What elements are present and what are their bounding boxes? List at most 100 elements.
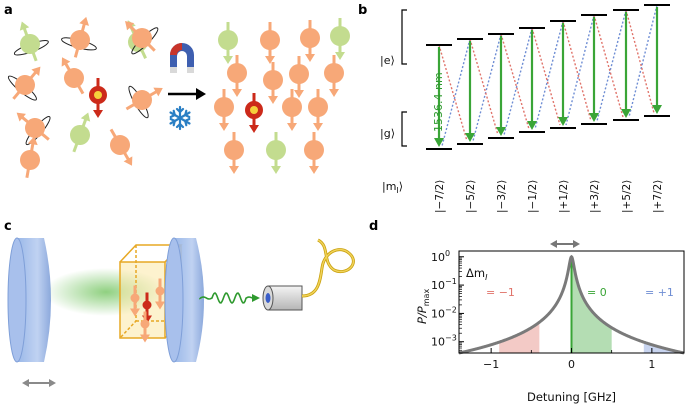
transition-dm-minus — [500, 33, 530, 130]
m-state-label: |+3/2⟩ — [589, 180, 601, 213]
atom — [20, 136, 40, 178]
atom — [245, 93, 263, 133]
transition-dm-plus — [472, 33, 502, 142]
atom — [130, 285, 140, 317]
arrow-head — [465, 133, 475, 142]
m-state-label: |−5/2⟩ — [465, 180, 477, 213]
atom — [125, 85, 163, 119]
transition-dm-minus — [438, 44, 468, 142]
transition-dm-plus — [628, 4, 658, 118]
arrow-head — [621, 109, 631, 118]
transition-dm-minus — [531, 27, 561, 126]
transition-dm-plus — [441, 38, 471, 147]
double-arrow-icon — [22, 379, 56, 387]
m-state-label: |−3/2⟩ — [496, 180, 508, 213]
legend-entry: = +1 — [645, 286, 674, 299]
legend-entry: = −1 — [486, 286, 515, 299]
spectrum-curve — [458, 254, 685, 355]
wavelength-label: 1536.4 nm — [432, 72, 445, 132]
atom — [300, 20, 320, 62]
m-state-label: |+5/2⟩ — [621, 180, 633, 213]
panel-a-label: a — [4, 3, 13, 18]
transition-dm-minus — [469, 38, 499, 136]
atom — [125, 21, 159, 55]
shaded-region — [643, 342, 684, 353]
right-mirror — [164, 237, 204, 363]
m-state-labels: |−7/2⟩ |−5/2⟩ |−3/2⟩ |−1/2⟩ |+1/2⟩ |+3/2⟩ |+5/… — [434, 180, 664, 213]
panel-b: b |e⟩ |g⟩ 1536.4 nm |mI⟩ |−7/2⟩|−5/2⟩|−3… — [358, 3, 670, 213]
nuclear-spin-label: |mI⟩ — [382, 180, 403, 195]
panel-c: c — [4, 219, 355, 387]
y-tick-label: 10−2 — [431, 305, 457, 320]
atom — [224, 132, 244, 174]
level-diagram — [426, 4, 670, 150]
polarized-ensemble — [214, 18, 350, 174]
transition-dm-minus — [593, 14, 624, 118]
atom — [7, 66, 41, 101]
atom — [308, 89, 328, 131]
m-state-label: |−7/2⟩ — [434, 180, 446, 213]
panel-b-label: b — [358, 3, 367, 18]
arrow-head — [434, 138, 444, 147]
atom — [266, 132, 286, 174]
atom — [304, 132, 324, 174]
disordered-ensemble — [7, 16, 163, 178]
y-tick-label: 10−1 — [431, 277, 457, 292]
transition-dm-minus — [562, 20, 592, 122]
transition-dm-minus — [625, 9, 655, 114]
x-axis-title: Detuning [GHz] — [527, 390, 616, 404]
atom — [70, 112, 91, 153]
excited-bracket — [401, 9, 407, 65]
ground-bracket — [401, 111, 407, 147]
atom — [89, 78, 107, 118]
transition-dm-plus — [565, 14, 595, 126]
fiber-detector-icon — [262, 238, 355, 311]
legend-title: ΔmI — [466, 266, 488, 282]
atom — [61, 16, 97, 58]
m-state-label: |−1/2⟩ — [527, 180, 539, 213]
m-state-label: |+1/2⟩ — [558, 180, 570, 213]
excited-state-label: |e⟩ — [380, 54, 395, 67]
transition-dm-plus — [534, 20, 564, 130]
photon-arrow — [199, 292, 260, 304]
atom — [140, 311, 150, 343]
atom — [13, 21, 49, 62]
y-axis-title: P/Pmax — [415, 289, 431, 324]
arrow-head — [652, 105, 662, 114]
atom — [324, 55, 344, 97]
arrow-head — [496, 127, 506, 136]
atom — [289, 56, 309, 98]
y-tick-label: 10−3 — [431, 334, 457, 349]
atom — [109, 128, 133, 166]
atom — [214, 89, 234, 131]
arrow-right-icon — [168, 88, 206, 100]
atom — [330, 18, 350, 60]
x-tick-label: 0 — [568, 358, 575, 371]
atom — [16, 112, 51, 146]
x-tick-label: 1 — [648, 358, 655, 371]
y-tick-label: 100 — [431, 249, 450, 264]
m-state-label: |+7/2⟩ — [652, 180, 664, 213]
atom — [61, 57, 85, 95]
shaded-region — [571, 256, 612, 353]
legend-entry: = 0 — [587, 286, 607, 299]
panel-c-label: c — [4, 219, 12, 234]
atom — [263, 62, 283, 104]
arrow-head — [527, 121, 537, 130]
atom — [260, 22, 280, 64]
panel-d-label: d — [369, 219, 378, 234]
double-arrow-icon — [550, 240, 580, 248]
arrow-head — [558, 117, 568, 126]
atom — [227, 55, 247, 97]
atom — [282, 89, 302, 131]
magnet-icon — [170, 43, 194, 73]
snowflake-icon — [169, 105, 191, 131]
panel-a: a — [4, 3, 350, 178]
cavity-atoms — [130, 278, 165, 343]
arrow-head — [589, 113, 599, 122]
x-tick-label: −1 — [483, 358, 499, 371]
left-mirror — [7, 237, 51, 363]
